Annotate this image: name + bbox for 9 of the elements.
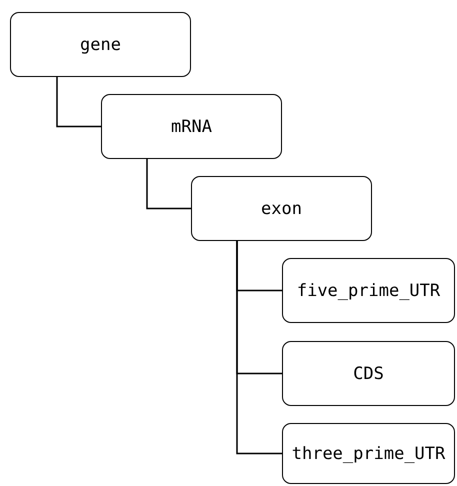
feature-box: three_prime_UTR (282, 423, 455, 484)
connector-line (236, 241, 282, 454)
feature-box: mRNA (101, 94, 282, 159)
feature-box: five_prime_UTR (282, 258, 455, 323)
feature-box: gene (10, 12, 191, 77)
feature-box: CDS (282, 341, 455, 406)
connector-line (56, 77, 101, 128)
feature-box: exon (191, 176, 372, 241)
connector-line (146, 159, 191, 210)
